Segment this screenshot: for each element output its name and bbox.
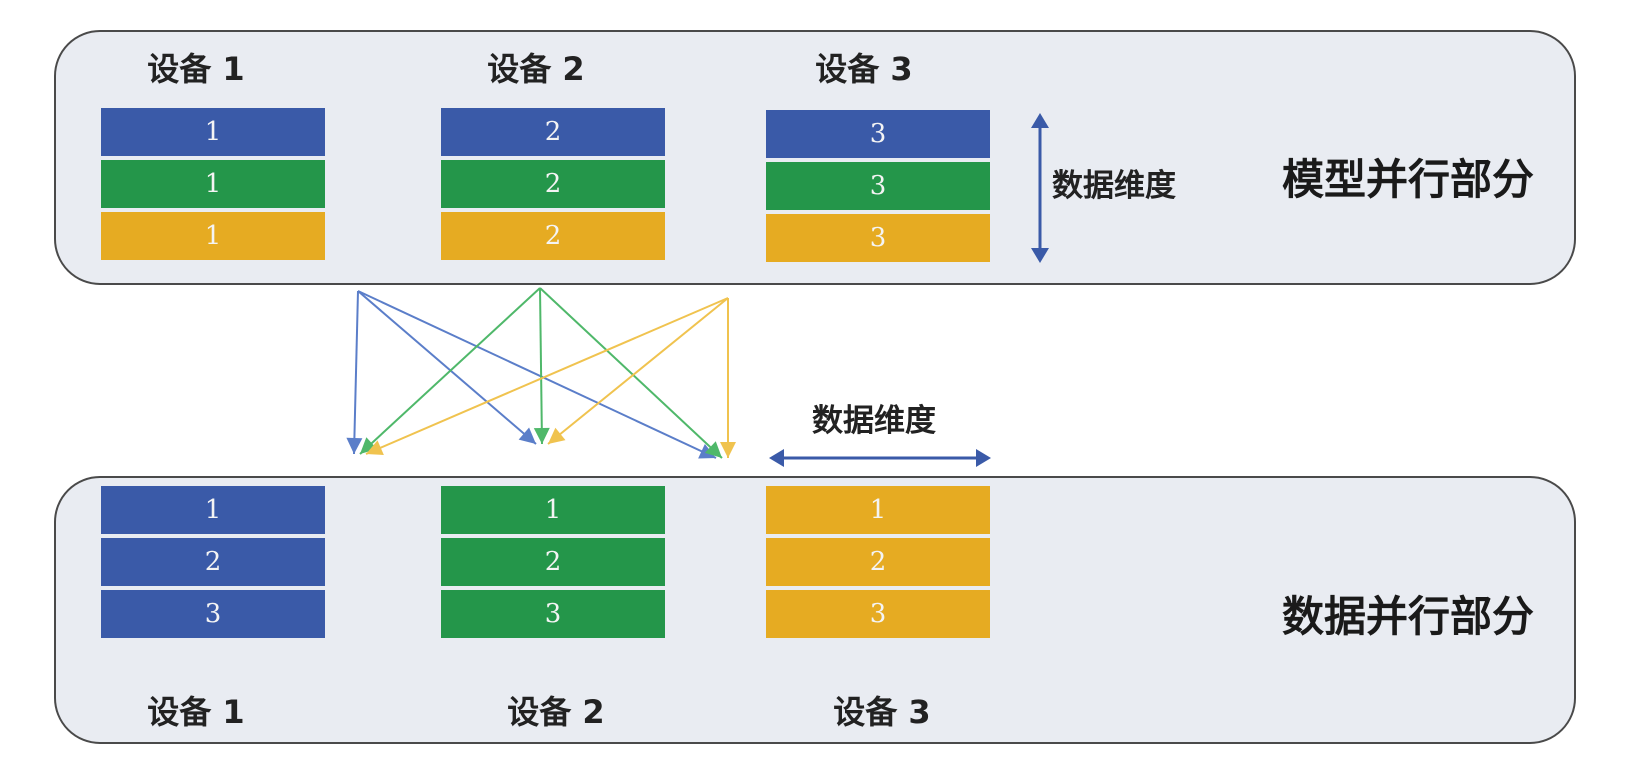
bottom-device-3-row-1: 1: [766, 486, 990, 534]
top-device-2-row-3: 2: [441, 212, 665, 260]
bottom-device-1-row-1: 1: [101, 486, 325, 534]
top-device-2-row-2: 2: [441, 160, 665, 208]
bottom-device-2-row-2: 2: [441, 538, 665, 586]
connection-arrowhead-2-to-2: [533, 427, 550, 444]
top-device-1-row-3: 1: [101, 212, 325, 260]
connection-arrowhead-1-to-2: [518, 427, 536, 444]
bottom-device-1-block: 1 2 3: [101, 486, 325, 638]
top-device-1-block: 1 1 1: [101, 108, 325, 260]
connection-arrowhead-3-to-3: [720, 442, 736, 458]
connection-arrow-2-to-3: [539, 287, 723, 459]
bottom-device-3-block: 1 2 3: [766, 486, 990, 638]
connection-arrow-3-to-2: [547, 297, 729, 445]
bottom-device-3-row-2: 2: [766, 538, 990, 586]
bottom-device-2-block: 1 2 3: [441, 486, 665, 638]
connection-arrowhead-3-to-1: [366, 440, 384, 456]
top-device-3-row-1: 3: [766, 110, 990, 158]
connection-arrowhead-2-to-3: [704, 441, 722, 458]
horizontal-dimension-arrowhead-left: [769, 449, 784, 467]
bottom-device-3-label: 设备 3: [833, 693, 931, 731]
connection-arrowhead-2-to-1: [360, 437, 378, 454]
connection-arrowhead-1-to-1: [346, 437, 363, 454]
connection-arrowhead-1-to-3: [698, 443, 716, 459]
top-device-3-label: 设备 3: [815, 50, 913, 88]
connection-arrow-1-to-2: [357, 290, 537, 445]
top-device-1-label: 设备 1: [147, 50, 245, 88]
bottom-device-2-row-1: 1: [441, 486, 665, 534]
data-parallel-section-label: 数据并行部分: [1282, 592, 1535, 641]
horizontal-dimension-arrowhead-right: [976, 449, 991, 467]
top-device-1-row-2: 1: [101, 160, 325, 208]
bottom-device-3-row-3: 3: [766, 590, 990, 638]
top-device-2-label: 设备 2: [487, 50, 585, 88]
model-parallel-section-label: 模型并行部分: [1282, 155, 1535, 204]
connection-arrow-3-to-1: [365, 297, 729, 455]
top-dimension-label: 数据维度: [1052, 168, 1176, 204]
connection-arrowhead-3-to-2: [548, 427, 566, 444]
top-device-3-block: 3 3 3: [766, 110, 990, 262]
bottom-dimension-label: 数据维度: [812, 403, 936, 439]
top-device-3-row-2: 3: [766, 162, 990, 210]
device-to-device-connections: [346, 287, 736, 459]
connection-arrow-2-to-1: [359, 287, 541, 455]
connection-arrow-1-to-3: [357, 290, 717, 459]
bottom-device-1-label: 设备 1: [147, 693, 245, 731]
connection-arrow-2-to-2: [539, 287, 543, 445]
connection-arrow-1-to-1: [353, 290, 359, 455]
bottom-device-2-label: 设备 2: [507, 693, 605, 731]
bottom-device-1-row-3: 3: [101, 590, 325, 638]
bottom-device-1-row-2: 2: [101, 538, 325, 586]
top-device-1-row-1: 1: [101, 108, 325, 156]
top-device-3-row-3: 3: [766, 214, 990, 262]
top-device-2-block: 2 2 2: [441, 108, 665, 260]
top-device-2-row-1: 2: [441, 108, 665, 156]
bottom-device-2-row-3: 3: [441, 590, 665, 638]
